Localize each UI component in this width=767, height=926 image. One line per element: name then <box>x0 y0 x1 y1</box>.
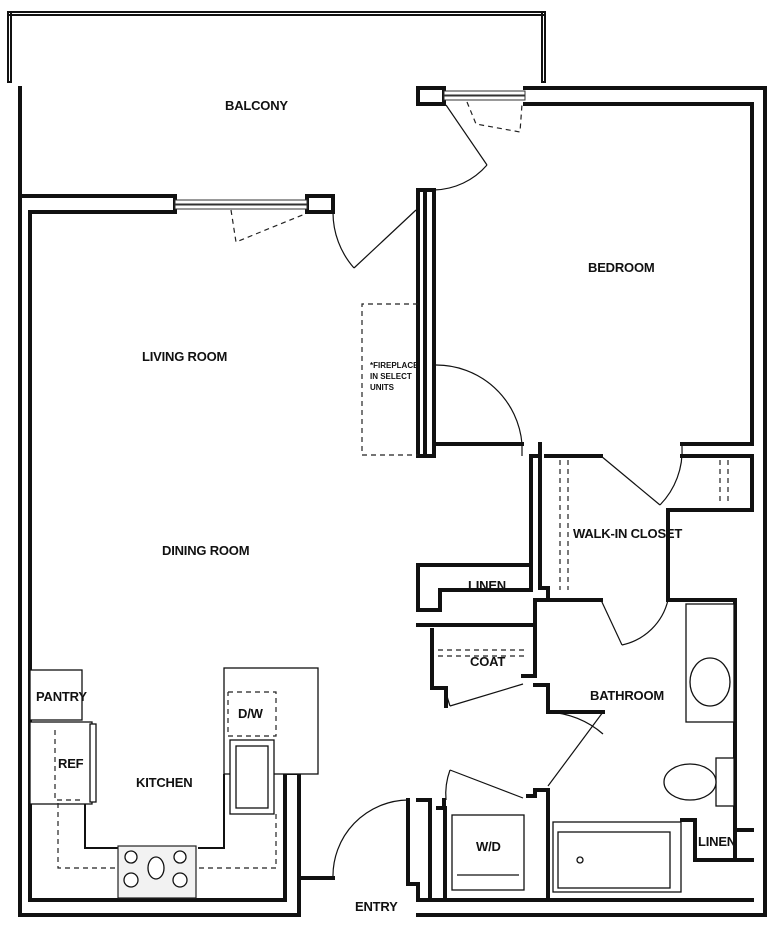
label-bedroom: BEDROOM <box>588 260 655 275</box>
label-balcony: BALCONY <box>225 98 288 113</box>
fireplace-note-line-1: *FIREPLACE <box>370 361 419 370</box>
fireplace-note-line-2: IN SELECT <box>370 372 412 381</box>
interior-walls <box>283 188 754 902</box>
label-linen-hall: LINEN <box>468 578 506 593</box>
closet-shelves <box>438 460 729 657</box>
bathroom-fixtures <box>552 603 735 893</box>
label-ref: REF <box>58 756 84 771</box>
label-bathroom: BATHROOM <box>590 688 664 703</box>
label-coat: COAT <box>470 654 505 669</box>
fireplace-note: *FIREPLACE IN SELECT UNITS <box>370 361 419 392</box>
toilet-tank-icon <box>715 757 735 807</box>
label-dw: D/W <box>238 706 264 721</box>
label-wd: W/D <box>476 839 501 854</box>
label-living-room: LIVING ROOM <box>142 349 227 364</box>
label-kitchen: KITCHEN <box>136 775 192 790</box>
washer-dryer <box>451 814 525 891</box>
label-linen-bath: LINEN <box>698 834 736 849</box>
sliding-doors <box>174 90 526 243</box>
door-swings <box>332 104 683 879</box>
label-dining-room: DINING ROOM <box>162 543 249 558</box>
kitchen-fixtures <box>29 667 319 899</box>
sink-icon <box>689 657 731 707</box>
toilet-icon <box>663 763 717 801</box>
fireplace-note-line-3: UNITS <box>370 383 395 392</box>
exterior-walls <box>18 86 767 917</box>
balcony-railing <box>7 11 546 83</box>
label-pantry: PANTRY <box>36 689 87 704</box>
room-labels: BALCONY BEDROOM LIVING ROOM DINING ROOM … <box>36 98 736 914</box>
label-walk-in-closet: WALK-IN CLOSET <box>573 526 682 541</box>
fireplace-outline <box>361 303 418 456</box>
label-entry: ENTRY <box>355 899 398 914</box>
